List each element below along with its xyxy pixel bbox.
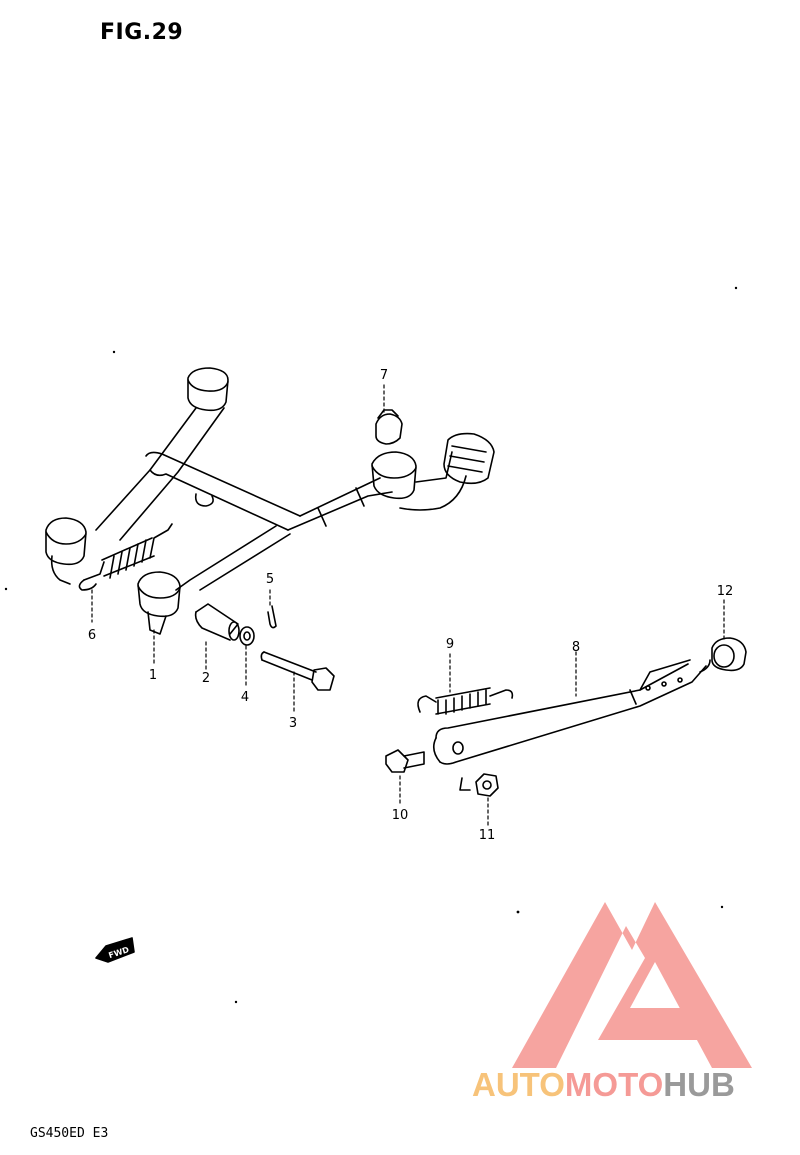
part-10-bolt: [385, 749, 425, 773]
leader-lines: [91, 384, 725, 827]
part-12-rubber: [711, 637, 747, 672]
main-stand: [45, 367, 495, 635]
part-2-bushing: [194, 603, 240, 641]
part-8-side-stand: [432, 659, 711, 765]
watermark-text: AUTOMOTOHUB: [472, 1066, 735, 1104]
callout-3: 3: [288, 716, 298, 731]
part-4-washer: [239, 626, 255, 646]
model-code: GS450ED E3: [30, 1126, 109, 1141]
callout-5: 5: [265, 572, 275, 587]
callout-9: 9: [445, 637, 455, 652]
spring-6: [78, 523, 173, 591]
part-5-clip: [267, 605, 277, 629]
callout-7: 7: [379, 368, 389, 383]
part-11-nut: [459, 773, 499, 797]
callout-11: 11: [478, 828, 496, 843]
callout-12: 12: [716, 584, 734, 599]
callout-1: 1: [148, 668, 158, 683]
callout-10: 10: [391, 808, 409, 823]
fwd-arrow-icon: FWD: [95, 937, 135, 963]
callout-4: 4: [240, 690, 250, 705]
figure-title: FIG.29: [100, 20, 184, 45]
watermark-part-moto: MOTO: [564, 1066, 664, 1103]
part-3-bolt: [260, 651, 335, 691]
scan-specks: [4, 286, 738, 1004]
callout-6: 6: [87, 628, 97, 643]
callout-2: 2: [201, 671, 211, 686]
spring-9: [417, 687, 514, 715]
callout-8: 8: [571, 640, 581, 655]
part-7-stopper: [375, 409, 403, 445]
watermark-part-auto: AUTO: [472, 1066, 565, 1103]
watermark-part-hub: HUB: [663, 1066, 735, 1103]
watermark-logo: [512, 902, 752, 1068]
